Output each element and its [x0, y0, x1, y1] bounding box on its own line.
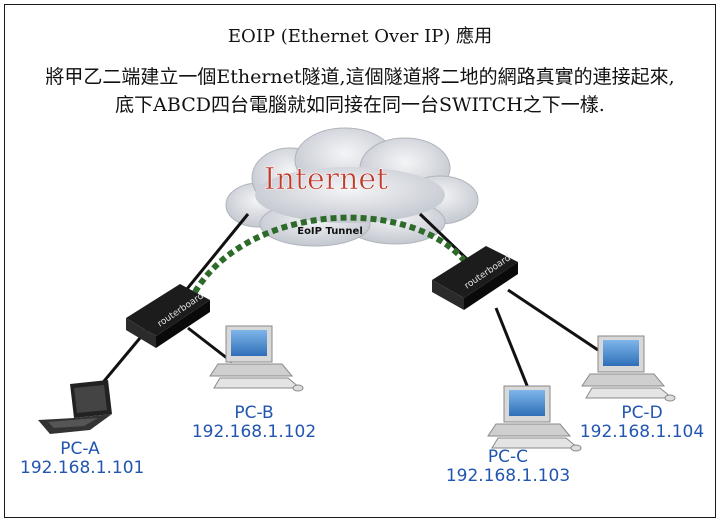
diagram-title: EOIP (Ethernet Over IP) 應用: [227, 26, 493, 47]
eoip-tunnel-path: [192, 214, 473, 294]
pc-c-label: PC-C 192.168.1.103: [440, 448, 576, 486]
pc-b-ip: 192.168.1.102: [191, 422, 317, 442]
laptop-icon: [38, 380, 112, 434]
pc-a-name: PC-A: [60, 439, 100, 459]
pc-a-ip: 192.168.1.101: [20, 458, 145, 478]
cable-router-a-internet: [176, 213, 250, 301]
description-line-1: 將甲乙二端建立一個Ethernet隧道,這個隧道將二地的網路真實的連接起來,: [45, 66, 675, 88]
cable-pc-b: [187, 326, 233, 364]
desktop-computer-icon: [487, 385, 582, 452]
desktop-computer-icon: [209, 325, 304, 392]
pc-d-ip: 192.168.1.104: [579, 422, 705, 442]
diagram-frame: [4, 4, 716, 518]
pc-c-name: PC-C: [487, 447, 529, 467]
cable-router-b-internet: [418, 212, 472, 264]
pc-d-name: PC-D: [621, 403, 663, 423]
pc-b-name: PC-B: [234, 403, 274, 423]
internet-label: Internet: [264, 162, 388, 197]
cable-pc-c: [494, 307, 530, 389]
description-line-2: 底下ABCD四台電腦就如同接在同一台SWITCH之下一樣.: [115, 94, 605, 116]
desktop-computer-icon: [581, 335, 676, 402]
tunnel-label: EoIP Tunnel: [297, 226, 363, 237]
cable-pc-d: [507, 288, 599, 352]
pc-b-label: PC-B 192.168.1.102: [186, 404, 322, 442]
router-b: routerboard: [432, 246, 518, 310]
router-a: routerboard: [126, 284, 210, 348]
pc-a-label: PC-A 192.168.1.101: [20, 439, 145, 478]
pc-c-ip: 192.168.1.103: [445, 466, 571, 486]
pc-d-label: PC-D 192.168.1.104: [574, 404, 710, 442]
